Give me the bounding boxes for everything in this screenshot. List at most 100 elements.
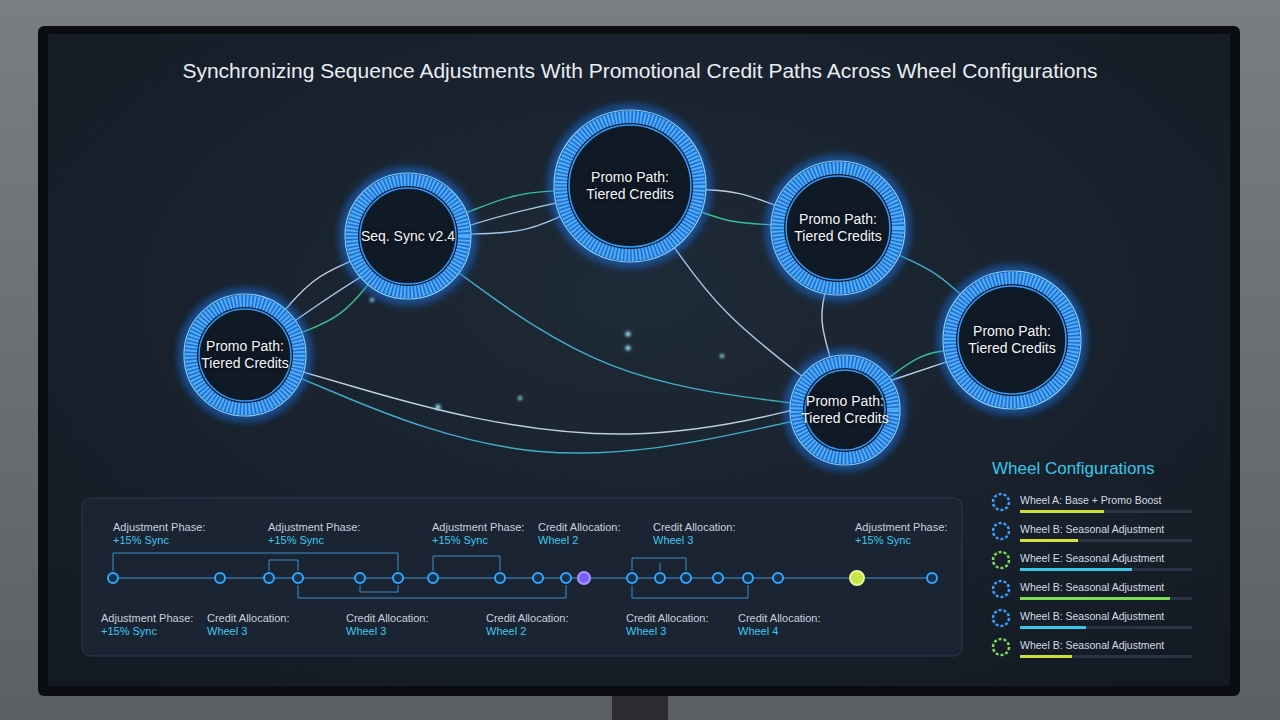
circle-node: Promo Path: Tiered Credits xyxy=(550,106,710,266)
ring-band xyxy=(950,278,1074,402)
bar-fill xyxy=(1020,626,1086,629)
timeline-label: Adjustment Phase: +15% Sync xyxy=(268,521,373,547)
glow-dot xyxy=(626,346,631,351)
legend-bar-fills xyxy=(1020,510,1170,658)
node-text: Promo Path: Tiered Credits xyxy=(789,393,901,427)
gauge-icon xyxy=(993,639,1009,655)
legend-entry: Wheel B: Seasonal Adjustment xyxy=(1020,523,1164,536)
ring-band xyxy=(352,180,464,292)
timeline-dot xyxy=(561,573,571,583)
bar-fill xyxy=(1020,597,1170,600)
bar-track xyxy=(1020,568,1192,571)
ring-edge xyxy=(771,161,905,295)
timeline-label: Credit Allocation: Wheel 3 xyxy=(346,612,451,638)
timeline-label: Adjustment Phase: +15% Sync xyxy=(113,521,218,547)
gauge-icon xyxy=(993,581,1009,597)
bracket xyxy=(632,558,686,571)
bracket xyxy=(433,556,500,571)
timeline-dot xyxy=(578,572,590,584)
timeline-dot xyxy=(495,573,505,583)
gauge-icon xyxy=(993,552,1009,568)
connector xyxy=(889,351,944,377)
legend-entry: Wheel E: Seasonal Adjustment xyxy=(1020,552,1164,565)
legend-text: Wheel B: Seasonal Adjustment xyxy=(1020,581,1164,593)
bar-fill xyxy=(1020,510,1104,513)
gauge-icon xyxy=(993,494,1009,510)
node-text-box: Promo Path: Tiered Credits xyxy=(767,157,909,299)
timeline-label: Adjustment Phase: +15% Sync xyxy=(101,612,206,638)
timeline-dot xyxy=(681,573,691,583)
bracket xyxy=(113,553,398,571)
node-text-box: Seq. Sync v2.4 xyxy=(341,169,475,303)
timeline-label: Credit Allocation: Wheel 3 xyxy=(626,612,731,638)
legend-bar-tracks xyxy=(1020,510,1192,658)
ring-segments xyxy=(778,168,898,288)
timeline-dot xyxy=(293,573,303,583)
legend-icons xyxy=(993,494,1009,655)
monitor-bezel xyxy=(38,26,1240,696)
node-text-box: Promo Path: Tiered Credits xyxy=(786,351,904,469)
node-text-box: Promo Path: Tiered Credits xyxy=(939,267,1085,413)
connector xyxy=(301,379,791,453)
panel-heading: Wheel Configurations xyxy=(992,459,1155,479)
timeline-dot xyxy=(627,573,637,583)
connector xyxy=(285,261,350,309)
ring-segments xyxy=(561,117,699,255)
connector xyxy=(471,216,560,234)
timeline-dot xyxy=(215,573,225,583)
glow-dot xyxy=(626,332,631,337)
ring-glow xyxy=(183,293,307,417)
timeline-label: Credit Allocation: Wheel 4 xyxy=(738,612,843,638)
ring-edge xyxy=(943,271,1081,409)
ring-glow xyxy=(553,109,707,263)
ring-edge xyxy=(790,355,900,465)
bracket xyxy=(298,585,566,598)
timeline-dot xyxy=(533,573,543,583)
bar-track xyxy=(1020,510,1192,513)
network-dots xyxy=(370,298,724,410)
connector xyxy=(706,190,775,205)
legend-entry: Wheel B: Seasonal Adjustment xyxy=(1020,639,1164,652)
ring-edge xyxy=(554,110,706,262)
ring-segments xyxy=(950,278,1074,402)
gauge-icon xyxy=(993,523,1009,539)
ring-glow xyxy=(789,354,901,466)
ring-band xyxy=(778,168,898,288)
legend-entry: Wheel B: Seasonal Adjustment xyxy=(1020,610,1164,623)
ring-edge xyxy=(184,294,306,416)
timeline-label: Adjustment Phase: +15% Sync xyxy=(855,521,960,547)
bar-track xyxy=(1020,626,1192,629)
connector xyxy=(467,191,555,213)
bar-track xyxy=(1020,597,1192,600)
timeline-dot xyxy=(355,573,365,583)
timeline-label: Adjustment Phase: +15% Sync xyxy=(432,521,537,547)
bracket xyxy=(660,563,661,571)
bracket xyxy=(632,585,748,598)
timeline-label: Credit Allocation: Wheel 2 xyxy=(538,521,643,547)
timeline-panel xyxy=(82,498,962,656)
legend-entry: Wheel B: Seasonal Adjustment xyxy=(1020,581,1164,594)
circle-node: Promo Path: Tiered Credits xyxy=(180,290,310,420)
connector xyxy=(459,273,791,403)
ring-glow xyxy=(770,160,906,296)
ring-glow xyxy=(344,172,472,300)
node-text: Promo Path: Tiered Credits xyxy=(956,323,1068,357)
bracket xyxy=(360,585,398,592)
ring-edge xyxy=(345,173,471,299)
timeline-dots xyxy=(108,571,937,585)
ring-band xyxy=(561,117,699,255)
bar-track xyxy=(1020,655,1192,658)
timeline-axis xyxy=(110,577,936,579)
node-text: Seq. Sync v2.4 xyxy=(352,228,464,245)
bar-fill xyxy=(1020,539,1078,542)
ring-glow xyxy=(942,270,1082,410)
node-text: Promo Path: Tiered Credits xyxy=(574,169,686,203)
legend-entry: Wheel A: Base + Promo Boost xyxy=(1020,494,1162,507)
connector xyxy=(899,255,960,294)
connector xyxy=(701,212,771,225)
monitor-stand xyxy=(612,692,668,720)
glow-dot xyxy=(518,396,522,400)
gauge-icon xyxy=(993,610,1009,626)
connector xyxy=(822,294,830,357)
